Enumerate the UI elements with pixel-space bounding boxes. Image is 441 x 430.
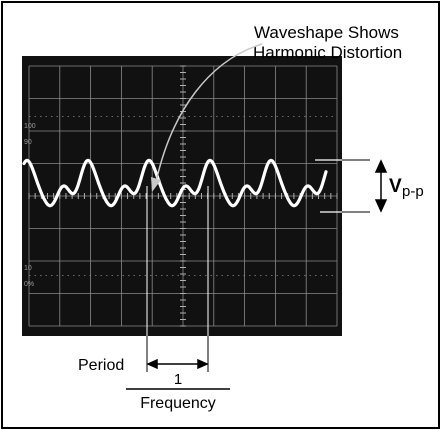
annotation-pointer bbox=[155, 43, 263, 183]
graticule-mark-100: 100 bbox=[24, 123, 36, 130]
graticule-mark-90: 90 bbox=[24, 139, 32, 146]
waveform-trace bbox=[22, 158, 328, 208]
formula-numerator: 1 bbox=[174, 371, 182, 388]
annotation-line-1: Waveshape Shows bbox=[254, 23, 399, 42]
amplitude-label-subscript: p-p bbox=[402, 183, 424, 200]
annotation-line-2: Harmonic Distortion bbox=[253, 43, 402, 62]
amplitude-arrow bbox=[374, 159, 388, 213]
formula-denominator: Frequency bbox=[140, 395, 216, 412]
period-arrow bbox=[146, 358, 209, 370]
amplitude-label: V bbox=[389, 176, 402, 197]
period-label: Period bbox=[78, 357, 124, 374]
graticule-mark-10: 10 bbox=[24, 265, 32, 272]
graticule-mark-0: 0% bbox=[24, 281, 34, 288]
annotation-pointer-head bbox=[151, 177, 161, 192]
